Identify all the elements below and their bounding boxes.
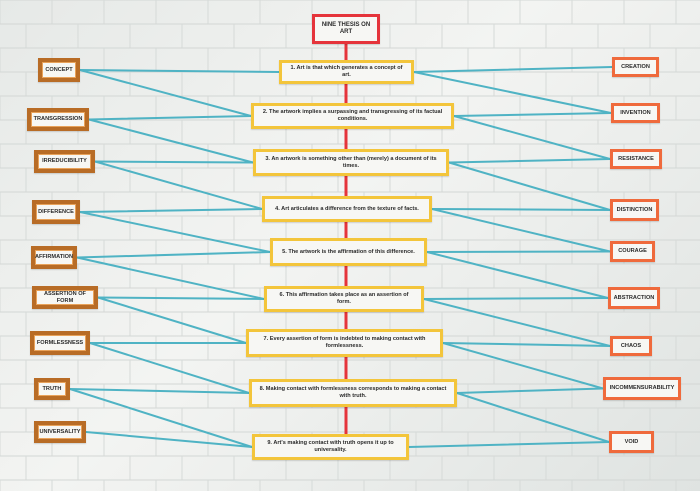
left-term-concept: CONCEPT xyxy=(38,58,80,82)
connector-line xyxy=(408,441,610,448)
left-term-label: UNIVERSALITY xyxy=(38,425,82,439)
connector-line xyxy=(413,71,612,114)
right-term-chaos: CHAOS xyxy=(610,336,652,356)
left-term-transgression: TRANSGRESSION xyxy=(27,108,89,131)
connector-line xyxy=(442,342,611,347)
connector-line xyxy=(456,387,604,394)
connector-line xyxy=(79,69,252,117)
right-term-distinction: DISTINCTION xyxy=(610,199,659,221)
connector-line xyxy=(442,342,604,390)
connector-line xyxy=(69,388,253,448)
connector-line xyxy=(76,256,265,300)
connector-line xyxy=(88,118,254,164)
thesis-box-7: 7. Every assertion of form is indebted t… xyxy=(246,329,443,357)
right-term-void: VOID xyxy=(609,431,654,453)
thesis-box-6: 6. This affirmation takes place as an as… xyxy=(264,286,424,312)
thesis-box-3: 3. An artwork is something other than (m… xyxy=(253,149,449,176)
left-term-universality: UNIVERSALITY xyxy=(34,421,86,443)
left-term-label: IRREDUCIBILITY xyxy=(38,154,91,169)
connector-line xyxy=(76,251,271,259)
left-term-label: DIFFERENCE xyxy=(36,204,76,220)
left-term-label: AFFIRMATION xyxy=(35,250,73,265)
right-term-invention: INVENTION xyxy=(611,103,660,123)
thesis-box-2: 2. The artwork implies a surpassing and … xyxy=(251,103,454,129)
connector-line xyxy=(456,392,610,443)
left-term-difference: DIFFERENCE xyxy=(32,200,80,224)
connector-line xyxy=(448,161,611,211)
left-term-label: TRUTH xyxy=(38,382,66,396)
connector-line xyxy=(423,297,609,300)
connector-line xyxy=(448,158,611,164)
connector-line xyxy=(426,250,611,253)
right-term-incommensurability: INCOMMENSURABILITY xyxy=(603,377,681,400)
left-term-label: TRANSGRESSION xyxy=(31,112,85,127)
thesis-box-1: 1. Art is that which generates a concept… xyxy=(279,60,414,84)
left-term-formlessness: FORMLESSNESS xyxy=(30,331,90,355)
right-term-resistance: RESISTANCE xyxy=(610,149,662,169)
connector-line xyxy=(423,298,611,347)
connector-line xyxy=(453,112,612,117)
left-term-irreducibility: IRREDUCIBILITY xyxy=(34,150,95,173)
thesis-box-4: 4. Art articulates a difference from the… xyxy=(262,196,432,222)
connector-line xyxy=(89,342,250,394)
left-term-affirmation: AFFIRMATION xyxy=(31,246,77,269)
connector-line xyxy=(94,160,263,210)
right-term-courage: COURAGE xyxy=(610,241,655,262)
left-term-truth: TRUTH xyxy=(34,378,70,400)
left-term-label: CONCEPT xyxy=(42,62,76,78)
right-term-creation: CREATION xyxy=(612,57,659,77)
diagram-title: NINE THESIS ON ART xyxy=(312,14,380,44)
connector-line xyxy=(79,69,280,73)
connector-line xyxy=(97,296,247,344)
connector-line xyxy=(431,208,611,211)
connector-line xyxy=(97,296,265,300)
connector-line xyxy=(88,115,252,121)
thesis-box-9: 9. Art's making contact with truth opens… xyxy=(252,434,409,460)
right-term-abstraction: ABSTRACTION xyxy=(608,287,660,309)
thesis-box-5: 5. The artwork is the affirmation of thi… xyxy=(270,238,427,266)
left-term-label: FORMLESSNESS xyxy=(34,335,86,351)
connector-line xyxy=(94,160,254,164)
connector-line xyxy=(79,211,271,253)
connector-line xyxy=(85,431,253,448)
left-term-label: ASSERTION OF FORM xyxy=(36,290,94,305)
connector-line xyxy=(79,208,263,213)
connector-line xyxy=(426,251,609,299)
connector-line xyxy=(413,66,613,73)
connector-line xyxy=(431,208,611,253)
connector-line xyxy=(453,115,611,160)
left-term-assertion-of-form: ASSERTION OF FORM xyxy=(32,286,98,309)
connector-line xyxy=(69,388,250,394)
thesis-box-8: 8. Making contact with formlessness corr… xyxy=(249,379,457,407)
